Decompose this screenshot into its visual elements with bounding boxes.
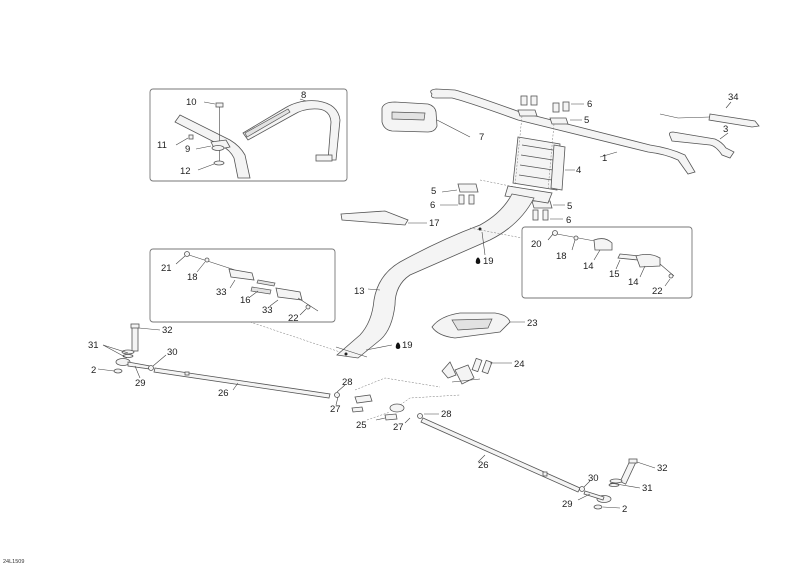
callout-9: 9: [185, 144, 190, 155]
drawing-code: 24L1509: [3, 559, 24, 565]
callout-24: 24: [514, 359, 525, 370]
part-12-nut: [213, 160, 225, 166]
callout-32: 32: [657, 463, 668, 474]
callout-29: 29: [562, 499, 573, 510]
callout-34: 34: [728, 92, 739, 103]
part-8-handle-bracket: [242, 100, 341, 162]
part-34-cable-grip: [659, 113, 760, 128]
callout-23: 23: [527, 318, 538, 329]
callout-6: 6: [587, 99, 592, 110]
callout-31: 31: [88, 340, 99, 351]
left-ball-joint-stack: [113, 323, 154, 374]
column-base-plate: [504, 185, 553, 204]
part-24-steering-arm: [441, 357, 493, 385]
callout-labels: 1223455566678910111213141415161718181919…: [88, 90, 739, 515]
callout-8: 8: [301, 90, 306, 101]
callout-1: 1: [602, 153, 607, 164]
callout-10: 10: [186, 97, 197, 108]
callout-5: 5: [567, 201, 572, 212]
part-4-riser: [512, 136, 566, 191]
callout-33: 33: [262, 305, 273, 316]
part-5-6-clamp-left: [457, 183, 479, 205]
assembly-lines-lower: [354, 377, 461, 421]
callout-6: 6: [566, 215, 571, 226]
callout-32: 32: [162, 325, 173, 336]
part-25-bushings: [351, 394, 398, 421]
part-5-6-clamp-right: [531, 200, 553, 221]
callout-4: 4: [576, 165, 581, 176]
callout-28: 28: [441, 409, 452, 420]
callout-11: 11: [157, 140, 167, 151]
callout-21: 21: [161, 263, 172, 274]
inset-box-handle-grip: [149, 88, 348, 182]
callout-2: 2: [91, 365, 96, 376]
left-linkage-parts: [184, 251, 311, 310]
callout-30: 30: [588, 473, 599, 484]
callout-26: 26: [478, 460, 489, 471]
callout-19: 19: [483, 256, 494, 267]
callout-22: 22: [652, 286, 663, 297]
leader-lines: [97, 98, 732, 509]
callout-17: 17: [429, 218, 440, 229]
callout-33: 33: [216, 287, 227, 298]
part-13-steering-column: [336, 193, 535, 359]
callout-6: 6: [430, 200, 435, 211]
part-26-tie-rod-right: [420, 417, 581, 493]
callout-29: 29: [135, 378, 146, 389]
callout-3: 3: [723, 124, 728, 135]
inset-box-left-linkage: [149, 248, 336, 323]
part-1-handlebar: [430, 88, 696, 175]
part-11-clip: [188, 134, 194, 140]
callout-26: 26: [218, 388, 229, 399]
callout-20: 20: [531, 239, 542, 250]
part-5-caps-top: [517, 109, 569, 125]
loctite-drop-icon: [395, 257, 481, 349]
part-26-tie-rod-left: [153, 367, 331, 399]
callout-22: 22: [288, 313, 299, 324]
part-23-cover-plate: [431, 312, 511, 339]
callout-31: 31: [642, 483, 653, 494]
inset-box-right-linkage: [521, 226, 693, 299]
callout-28: 28: [342, 377, 353, 388]
callout-30: 30: [167, 347, 178, 358]
right-ball-joint-stack: [579, 458, 638, 510]
assembly-lines-insets: [249, 227, 523, 353]
callout-18: 18: [556, 251, 567, 262]
part-27-28-ball-joints-center: [334, 392, 423, 419]
callout-7: 7: [479, 132, 484, 143]
part-7-switch-housing: [381, 101, 438, 133]
callout-5: 5: [584, 115, 589, 126]
callout-16: 16: [240, 295, 251, 306]
callout-14: 14: [628, 277, 639, 288]
part-10-screw: [215, 102, 224, 162]
callout-27: 27: [393, 422, 404, 433]
part-17-bracket: [340, 210, 409, 226]
callout-18: 18: [187, 272, 198, 283]
callout-2: 2: [622, 504, 627, 515]
callout-15: 15: [609, 269, 620, 280]
assembly-lines-upper: [479, 115, 555, 191]
right-linkage-parts: [552, 230, 674, 279]
part-6-screws-top: [520, 95, 570, 113]
callout-13: 13: [354, 286, 365, 297]
callout-12: 12: [180, 166, 191, 177]
callout-19: 19: [402, 340, 413, 351]
callout-14: 14: [583, 261, 594, 272]
callout-25: 25: [356, 420, 367, 431]
part-9-clamp: [210, 139, 231, 151]
part-3-grip: [669, 131, 735, 159]
callout-27: 27: [330, 404, 341, 415]
callout-5: 5: [431, 186, 436, 197]
